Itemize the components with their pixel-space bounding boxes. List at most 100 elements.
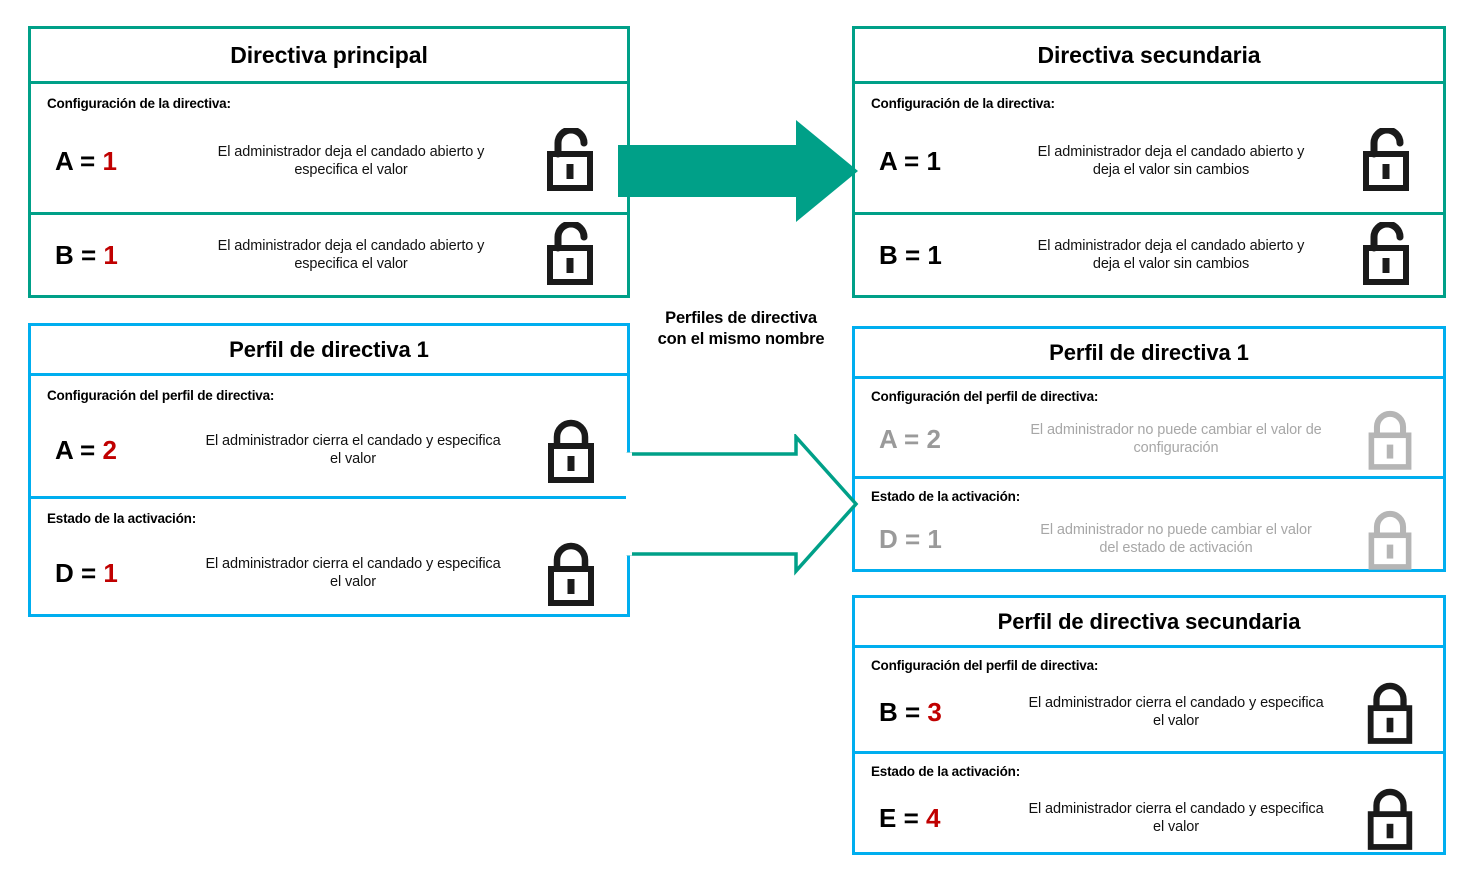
setting-key-value: A = 2	[855, 424, 1015, 455]
setting-value: 2	[926, 423, 941, 454]
box-perfil-de-directiva-1-left: Perfil de directiva 1 Configuración del …	[28, 323, 630, 617]
setting-value: 1	[927, 239, 942, 270]
setting-description: El administrador cierra el candado y esp…	[1015, 800, 1337, 836]
setting-description: El administrador deja el candado abierto…	[1015, 237, 1327, 273]
setting-key-value: A = 1	[855, 146, 1015, 177]
setting-key: B =	[55, 239, 104, 270]
lock-slot	[1337, 406, 1443, 472]
setting-key-value: D = 1	[855, 524, 1015, 555]
section-label: Estado de la activación:	[871, 489, 1020, 504]
setting-value: 2	[102, 434, 117, 465]
description-line-1: El administrador deja el candado abierto…	[1037, 143, 1305, 160]
section-label: Configuración del perfil de directiva:	[871, 658, 1099, 673]
setting-description: El administrador deja el candado abierto…	[1015, 143, 1327, 179]
section-label: Configuración de la directiva:	[47, 96, 231, 111]
section-label: Configuración del perfil de directiva:	[47, 388, 275, 403]
description-line-2: el valor	[1153, 819, 1199, 835]
locked-icon	[548, 542, 594, 606]
description-line-1: El administrador cierra el candado y esp…	[1028, 694, 1324, 711]
box-title: Perfil de directiva 1	[855, 329, 1443, 379]
section-label: Estado de la activación:	[871, 764, 1020, 779]
arrow-solid-primary-to-secondary	[618, 118, 860, 224]
setting-key-value: A = 1	[31, 146, 191, 177]
setting-description: El administrador no puede cambiar el val…	[1015, 521, 1337, 557]
setting-description: El administrador no puede cambiar el val…	[1015, 421, 1337, 457]
locked-icon	[1367, 682, 1413, 744]
setting-description: El administrador cierra el candado y esp…	[1015, 694, 1337, 730]
arrow-shape	[626, 432, 859, 576]
setting-value: 3	[927, 696, 942, 727]
description-line-2: el valor	[1153, 713, 1199, 729]
setting-key: E =	[879, 802, 926, 833]
caption-line-2: con el mismo nombre	[657, 330, 825, 349]
description-line-2: el valor	[330, 574, 376, 590]
unlocked-icon	[1363, 222, 1409, 285]
setting-key-value: A = 2	[31, 435, 191, 466]
section-setting-b: B = 1 El administrador deja el candado a…	[31, 212, 627, 292]
section-configuracion-perfil: Configuración del perfil de directiva: A…	[31, 376, 627, 496]
description-line-1: El administrador cierra el candado y esp…	[1028, 800, 1324, 817]
box-title: Directiva principal	[31, 29, 627, 84]
box-title: Perfil de directiva secundaria	[855, 598, 1443, 648]
center-caption: Perfiles de directiva con el mismo nombr…	[636, 308, 846, 351]
description-line-1: El administrador deja el candado abierto…	[1037, 237, 1305, 254]
locked-icon	[1367, 788, 1413, 850]
section-estado-activacion: Estado de la activación: D = 1 El admini…	[31, 496, 627, 614]
section-configuracion-perfil: Configuración del perfil de directiva: B…	[855, 648, 1443, 751]
box-title: Perfil de directiva 1	[31, 326, 627, 376]
caption-line-1: Perfiles de directiva	[665, 309, 817, 327]
setting-key-value: B = 1	[31, 240, 191, 271]
description-line-2: deja el valor sin cambios	[1092, 162, 1250, 178]
setting-key: A =	[879, 145, 927, 176]
setting-key: A =	[55, 145, 103, 176]
lock-slot	[1327, 128, 1443, 194]
arrow-outline-profile-merge	[626, 432, 860, 576]
setting-key: D =	[55, 557, 104, 588]
description-line-1: El administrador no puede cambiar el val…	[1040, 521, 1312, 538]
setting-value: 4	[925, 802, 941, 833]
section-setting-b: B = 1 El administrador deja el candado a…	[855, 212, 1443, 292]
setting-key: D =	[879, 523, 928, 554]
lock-slot	[511, 222, 627, 288]
description-line-1: El administrador cierra el candado y esp…	[205, 432, 501, 449]
description-line-2: especifica el valor	[294, 256, 408, 272]
setting-description: El administrador deja el candado abierto…	[191, 237, 511, 273]
setting-value: 1	[926, 145, 941, 176]
lock-slot	[1337, 678, 1443, 746]
section-label: Configuración de la directiva:	[871, 96, 1055, 111]
lock-slot	[1337, 784, 1443, 852]
description-line-2: configuración	[1133, 440, 1219, 456]
locked-icon	[1368, 510, 1412, 570]
lock-slot	[1337, 506, 1443, 572]
section-estado-activacion: Estado de la activación: D = 1 El admini…	[855, 476, 1443, 572]
setting-description: El administrador deja el candado abierto…	[191, 143, 511, 179]
section-label: Configuración del perfil de directiva:	[871, 389, 1099, 404]
section-label: Estado de la activación:	[47, 511, 196, 526]
setting-key: B =	[879, 696, 928, 727]
setting-key-value: E = 4	[855, 803, 1015, 834]
setting-description: El administrador cierra el candado y esp…	[191, 432, 515, 468]
description-line-2: el valor	[330, 451, 376, 467]
box-directiva-secundaria: Directiva secundaria Configuración de la…	[852, 26, 1446, 298]
box-directiva-principal: Directiva principal Configuración de la …	[28, 26, 630, 298]
description-line-2: especifica el valor	[294, 162, 408, 178]
unlocked-icon	[547, 128, 593, 191]
lock-slot	[511, 128, 627, 194]
unlocked-icon	[547, 222, 593, 285]
setting-key-value: B = 3	[855, 697, 1015, 728]
locked-icon	[548, 419, 594, 483]
locked-icon	[1368, 410, 1412, 470]
section-configuracion-directiva: Configuración de la directiva: A = 1 El …	[855, 84, 1443, 212]
lock-slot	[515, 415, 627, 485]
section-configuracion-perfil: Configuración del perfil de directiva: A…	[855, 379, 1443, 476]
setting-value: 1	[102, 145, 117, 176]
lock-slot	[1327, 222, 1443, 288]
box-perfil-de-directiva-1-right: Perfil de directiva 1 Configuración del …	[852, 326, 1446, 572]
description-line-2: del estado de activación	[1099, 540, 1253, 556]
box-title: Directiva secundaria	[855, 29, 1443, 84]
setting-key: A =	[879, 423, 927, 454]
description-line-1: El administrador cierra el candado y esp…	[205, 555, 501, 572]
setting-key-value: D = 1	[31, 558, 191, 589]
description-line-1: El administrador no puede cambiar el val…	[1030, 421, 1322, 438]
setting-key: B =	[879, 239, 928, 270]
